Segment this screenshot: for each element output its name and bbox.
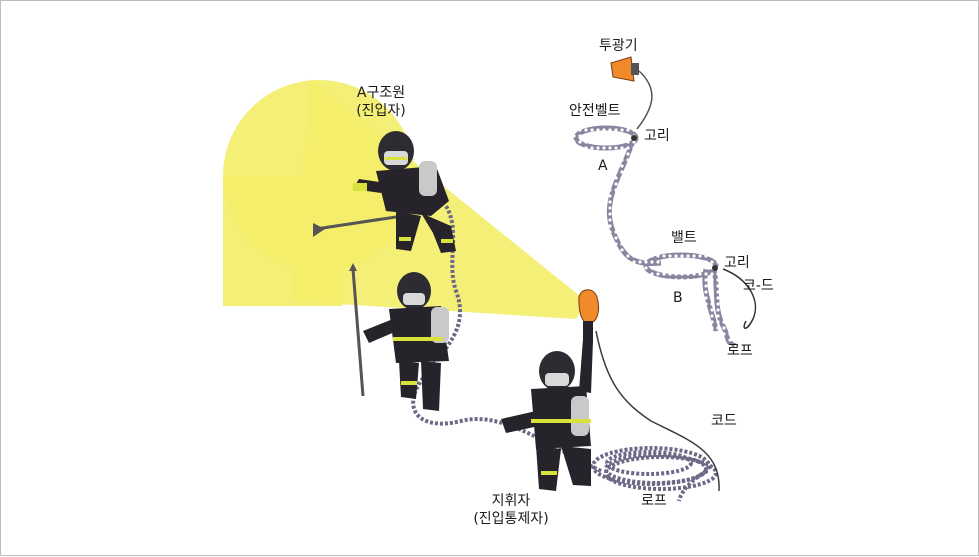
rope-top-label: 로프 [727, 343, 753, 359]
hook-mid-label: 고리 [724, 255, 750, 271]
rope-bottom-label: 로프 [641, 493, 667, 509]
commander-role-label: (진입통제자) [473, 511, 549, 527]
safety-belt-label: 안전벨트 [569, 103, 621, 119]
belt-label: 밸트 [671, 230, 697, 246]
marker-a-label: A [598, 158, 608, 174]
cord-bottom-label: 코드 [711, 413, 737, 429]
commander-figure [501, 289, 600, 491]
rescuer-middle-figure [349, 263, 449, 411]
cord-top-line [722, 268, 757, 329]
hook-top-label: 고리 [644, 128, 670, 144]
safety-belt-diagram [573, 125, 737, 349]
commander-label: 지휘자 [491, 493, 531, 509]
rescuer-a-role-label: (진입자) [356, 103, 406, 119]
rescuer-a-label: A구조원 [356, 85, 406, 101]
cord-top-label: 코-드 [743, 278, 774, 294]
floodlight-lamp [610, 56, 653, 130]
floodlight-label: 투광기 [599, 38, 638, 54]
cord-line [595, 330, 720, 492]
marker-b-label: B [673, 290, 683, 306]
rescuer-a-figure [313, 131, 456, 253]
coiled-rope [591, 446, 718, 502]
